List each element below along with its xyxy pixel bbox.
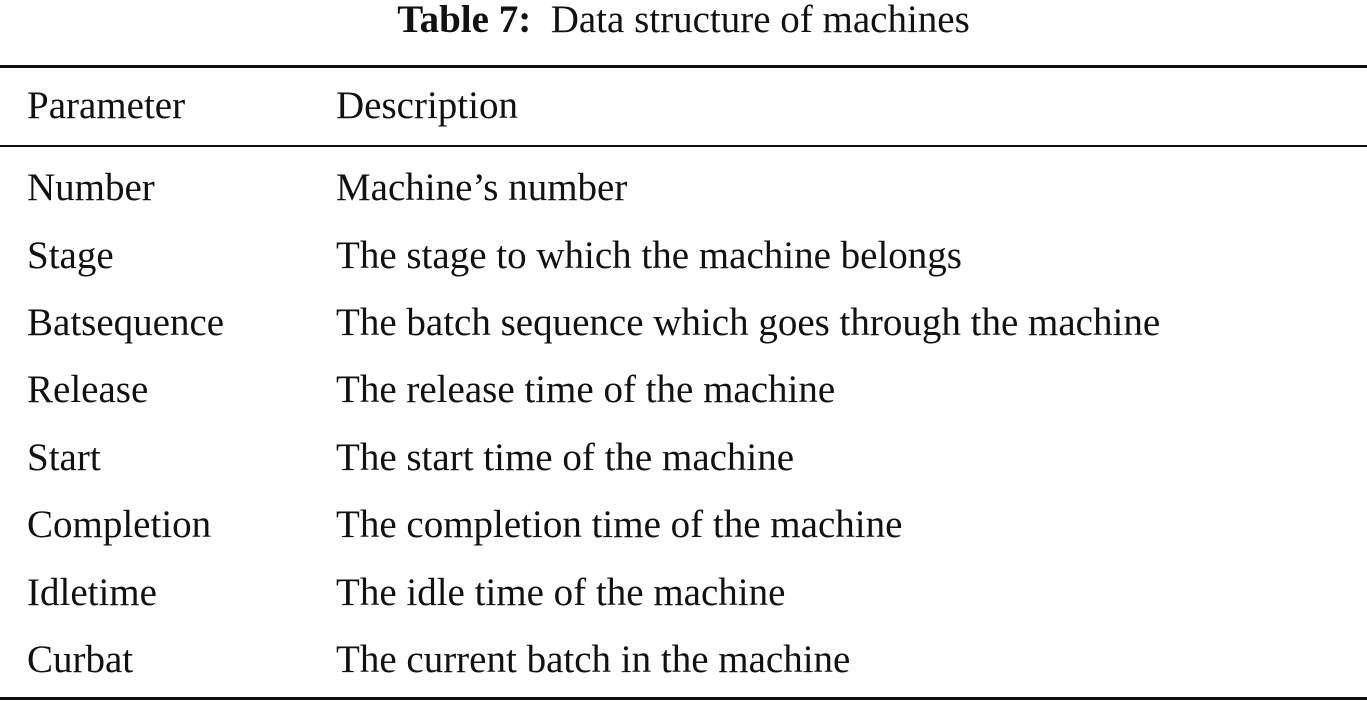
table-caption-text: Data structure of machines <box>550 0 970 41</box>
row-description: The release time of the machine <box>336 368 836 411</box>
table-caption: Table 7: Data structure of machines <box>0 0 1367 44</box>
row-parameter: Curbat <box>27 638 134 681</box>
row-description: The stage to which the machine belongs <box>336 234 962 277</box>
row-description: The batch sequence which goes through th… <box>336 301 1161 344</box>
row-description: The start time of the machine <box>336 436 795 479</box>
row-parameter: Idletime <box>27 571 157 614</box>
table-bottom-rule <box>0 697 1367 700</box>
header-description: Description <box>336 84 518 127</box>
row-parameter: Batsequence <box>27 301 225 344</box>
header-parameter: Parameter <box>27 84 186 127</box>
row-parameter: Stage <box>27 234 114 277</box>
table-top-rule <box>0 65 1367 68</box>
row-description: Machine’s number <box>336 166 628 209</box>
row-parameter: Completion <box>27 503 212 546</box>
row-parameter: Number <box>27 166 155 209</box>
table-caption-label: Table 7: <box>397 0 532 41</box>
row-parameter: Release <box>27 368 149 411</box>
row-description: The current batch in the machine <box>336 638 851 681</box>
table-header-rule <box>0 145 1367 147</box>
row-description: The completion time of the machine <box>336 503 903 546</box>
row-description: The idle time of the machine <box>336 571 786 614</box>
row-parameter: Start <box>27 436 101 479</box>
